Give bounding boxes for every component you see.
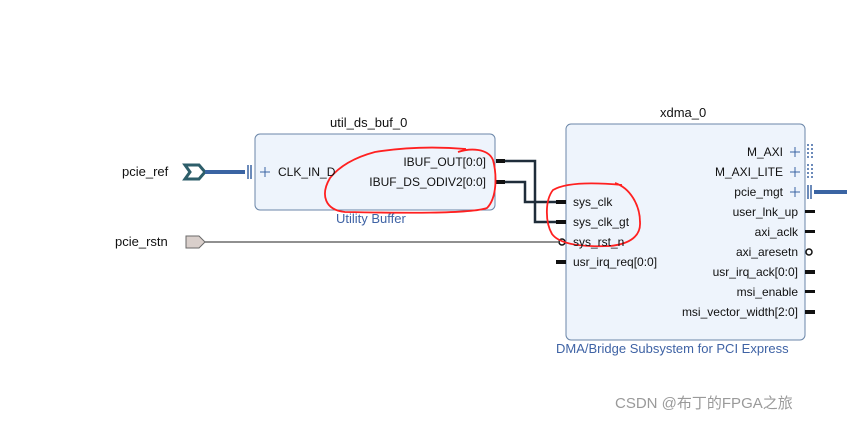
msi-vector-width-pin[interactable] xyxy=(805,310,815,314)
ibuf-out-wire[interactable] xyxy=(496,159,566,224)
xdma-input-usr-irq-req: usr_irq_req[0:0] xyxy=(573,255,658,269)
xdma-output-axi-aresetn: axi_aresetn xyxy=(735,245,798,259)
xdma-input-sys-clk: sys_clk xyxy=(573,195,613,209)
user-lnk-up-pin[interactable] xyxy=(805,210,815,213)
m-axi-lite-expand-icon[interactable] xyxy=(790,167,800,177)
util-ds-buf-output-ibuf-out: IBUF_OUT[0:0] xyxy=(403,155,486,169)
m-axi-lite-bus-pin[interactable] xyxy=(807,164,813,180)
xdma-output-msi-enable: msi_enable xyxy=(736,285,798,299)
ibuf-ds-odiv2-wire[interactable] xyxy=(496,180,566,204)
m-axi-expand-icon[interactable] xyxy=(790,147,800,157)
xdma-output-pcie-mgt: pcie_mgt xyxy=(734,185,783,199)
pcie-mgt-expand-icon[interactable] xyxy=(790,187,800,197)
xdma-output-user-lnk-up: user_lnk_up xyxy=(732,205,798,219)
xdma-input-sys-clk-gt: sys_clk_gt xyxy=(573,215,630,229)
red-annotation-outline-outputs xyxy=(324,146,497,214)
pcie-ref-bus-wire[interactable] xyxy=(205,165,252,179)
util-ds-buf-output-ibuf-ds-odiv2: IBUF_DS_ODIV2[0:0] xyxy=(369,175,486,189)
csdn-watermark: CSDN @布丁的FPGA之旅 xyxy=(615,395,793,412)
axi-aresetn-inversion-bubble[interactable] xyxy=(805,248,813,256)
sys-clk-gt-pin[interactable] xyxy=(556,220,566,224)
pcie-ref-port-icon[interactable] xyxy=(182,163,207,181)
pcie-mgt-bus-wire[interactable] xyxy=(807,185,847,199)
util-ds-buf-input-clk-in-d: CLK_IN_D xyxy=(278,165,336,179)
msi-enable-pin[interactable] xyxy=(805,290,815,293)
m-axi-bus-pin[interactable] xyxy=(807,144,813,160)
sys-clk-pin[interactable] xyxy=(556,200,566,204)
xdma-subtitle: DMA/Bridge Subsystem for PCI Express xyxy=(556,341,789,356)
xdma-output-m-axi: M_AXI xyxy=(746,145,783,159)
clk-in-d-expand-icon[interactable] xyxy=(260,167,270,177)
pcie-ref-port-label: pcie_ref xyxy=(122,164,169,179)
usr-irq-ack-pin[interactable] xyxy=(805,270,815,274)
xdma-output-axi-aclk: axi_aclk xyxy=(754,225,798,239)
pcie-rstn-port-icon[interactable] xyxy=(185,235,206,249)
xdma-output-usr-irq-ack: usr_irq_ack[0:0] xyxy=(712,265,798,279)
pcie-rstn-port-label: pcie_rstn xyxy=(115,234,168,249)
util-ds-buf-instance-name: util_ds_buf_0 xyxy=(330,115,408,130)
util-ds-buf-subtitle: Utility Buffer xyxy=(336,211,406,226)
usr-irq-req-pin[interactable] xyxy=(556,260,566,264)
axi-aclk-pin[interactable] xyxy=(805,230,815,233)
red-annotation-outline-inputs xyxy=(545,182,641,248)
xdma-output-m-axi-lite: M_AXI_LITE xyxy=(714,165,783,179)
xdma-instance-name: xdma_0 xyxy=(660,105,707,120)
xdma-output-msi-vector-width: msi_vector_width[2:0] xyxy=(681,305,798,319)
xdma-input-sys-rst-n: sys_rst_n xyxy=(573,235,625,249)
